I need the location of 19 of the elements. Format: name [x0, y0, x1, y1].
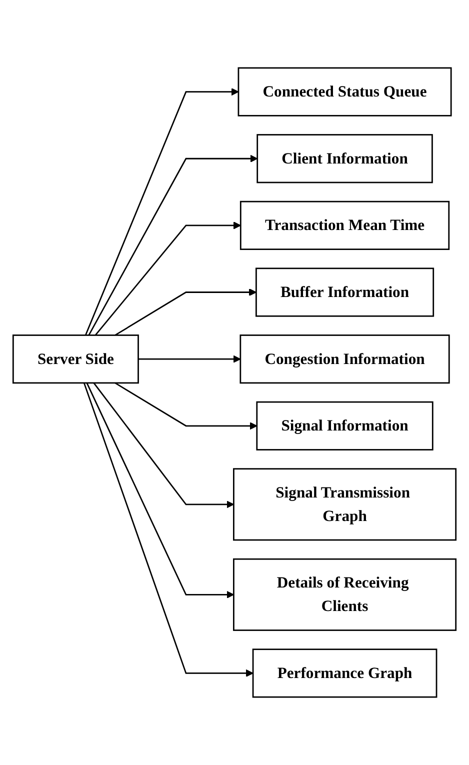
node-box: Server Side: [12, 334, 139, 384]
node-box: Performance Graph: [252, 648, 438, 698]
arrow: [88, 154, 258, 336]
arrow: [114, 382, 258, 430]
node-box: Details of Receiving Clients: [233, 558, 457, 631]
node-box: Connected Status Queue: [238, 67, 452, 116]
arrow: [83, 382, 254, 678]
node-box: Signal Information: [256, 401, 434, 450]
node-box: Congestion Information: [240, 334, 450, 384]
arrow: [84, 88, 239, 336]
arrow: [138, 355, 241, 363]
arrow: [86, 382, 234, 598]
arrow: [93, 382, 234, 508]
node-box: Transaction Mean Time: [240, 200, 450, 250]
node-box: Signal Transmission Graph: [233, 468, 457, 541]
arrow: [94, 222, 241, 336]
arrow: [114, 288, 257, 336]
node-box: Buffer Information: [256, 268, 434, 317]
node-box: Client Information: [256, 134, 433, 184]
